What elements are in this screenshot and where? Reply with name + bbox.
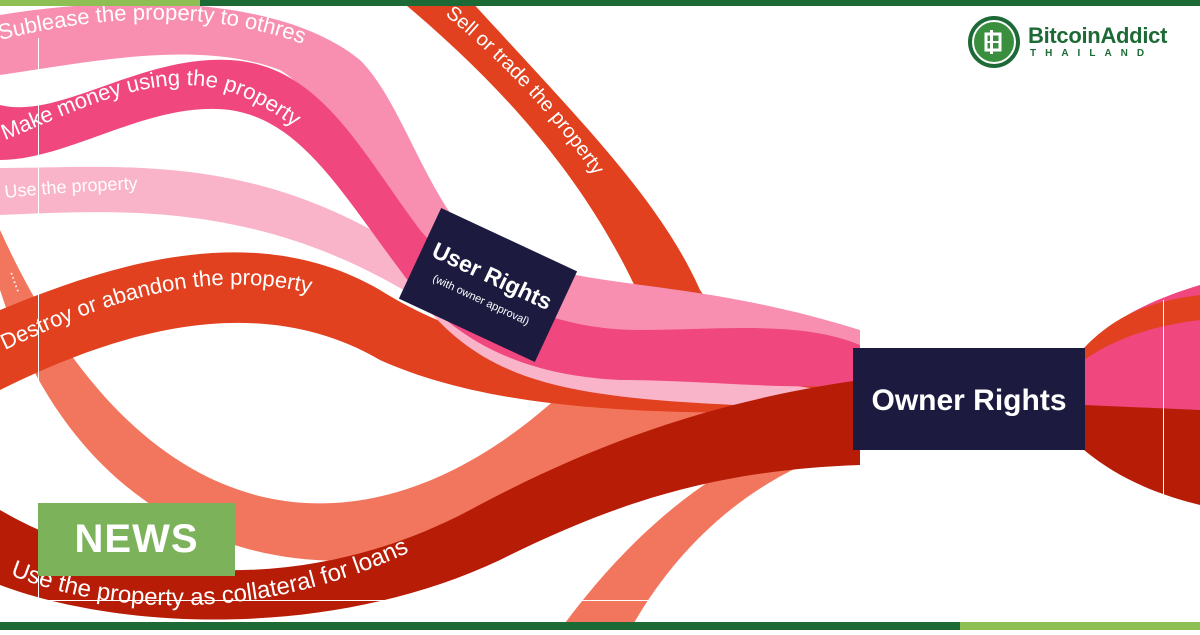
brand-logo[interactable]: BitcoinAddict THAILAND [968,14,1183,70]
owner-rights-label: Owner Rights [871,384,1066,417]
bitcoin-logo-icon [968,16,1020,68]
owner-rights-node [853,348,1085,450]
bottom-bar [0,622,1200,630]
brand-name: BitcoinAddict [1028,23,1168,48]
bitcoin-glyph-icon [984,30,1002,54]
frame-right [1163,300,1164,601]
flow-band-sublease [0,3,860,370]
flow-band-make-money [0,59,860,387]
flow-band-sell [400,0,860,396]
flow-band-out-dark [1084,405,1200,505]
flow-band-out-red [1084,295,1200,360]
top-bar [0,0,1200,6]
flow-band-control-lower [560,420,860,630]
flow-band-collateral [0,380,860,620]
news-badge: NEWS [38,503,235,576]
news-label: NEWS [74,517,199,561]
flow-label-sell: Sell or trade the property [442,2,609,179]
frame-bottom [38,600,1164,601]
bottom-bar-accent [960,622,1200,630]
brand-subtitle: THAILAND [1030,48,1154,59]
frame-left [38,38,39,601]
top-bar-accent [0,0,200,6]
flow-label-ellipsis: ..... [6,268,30,295]
